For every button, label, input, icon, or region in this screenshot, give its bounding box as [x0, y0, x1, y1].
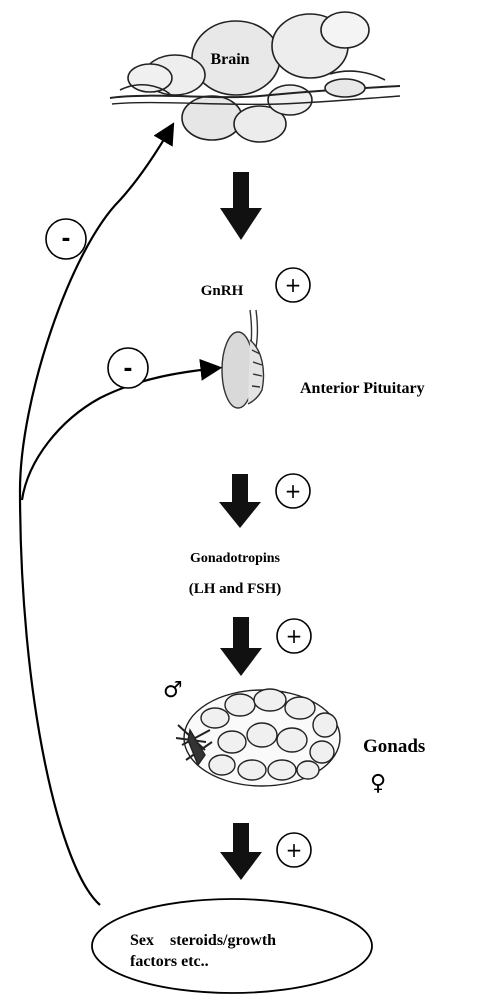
pituitary-minus-sign: -: [123, 357, 132, 382]
growth-factors-label: factors etc..: [130, 953, 209, 970]
arrow-pituitary-to-gonadotropins: [219, 474, 261, 528]
pituitary-illustration: [222, 310, 264, 408]
gnrh-label: GnRH: [201, 283, 244, 299]
brain-illustration: [110, 12, 400, 142]
arrow-gonads-to-steroids: [220, 823, 262, 880]
negative-feedback-to-pituitary: [22, 368, 218, 500]
female-symbol: ♀: [370, 771, 386, 796]
gonads-label: Gonads: [363, 736, 425, 757]
brain-label: Brain: [210, 51, 249, 68]
gonads-plus-sign: +: [286, 624, 303, 648]
gonadotropins-label: Gonadotropins: [190, 551, 281, 566]
gonad-illustration: [176, 689, 340, 786]
gnrh-plus-sign: +: [285, 273, 302, 297]
male-symbol: ♂: [163, 678, 183, 703]
lh-fsh-label: (LH and FSH): [189, 581, 282, 597]
arrow-brain-to-gnrh: [220, 172, 262, 240]
arrow-gonadotropins-to-gonads: [220, 617, 262, 676]
gonadotropins-plus-sign: +: [285, 479, 302, 503]
steroids-plus-sign: +: [286, 838, 303, 862]
brain-minus-sign: -: [61, 227, 70, 252]
negative-feedback-to-brain: [20, 126, 172, 905]
anterior-pituitary-label: Anterior Pituitary: [300, 380, 425, 397]
sex-steroids-label: Sex steroids/growth: [130, 932, 276, 949]
